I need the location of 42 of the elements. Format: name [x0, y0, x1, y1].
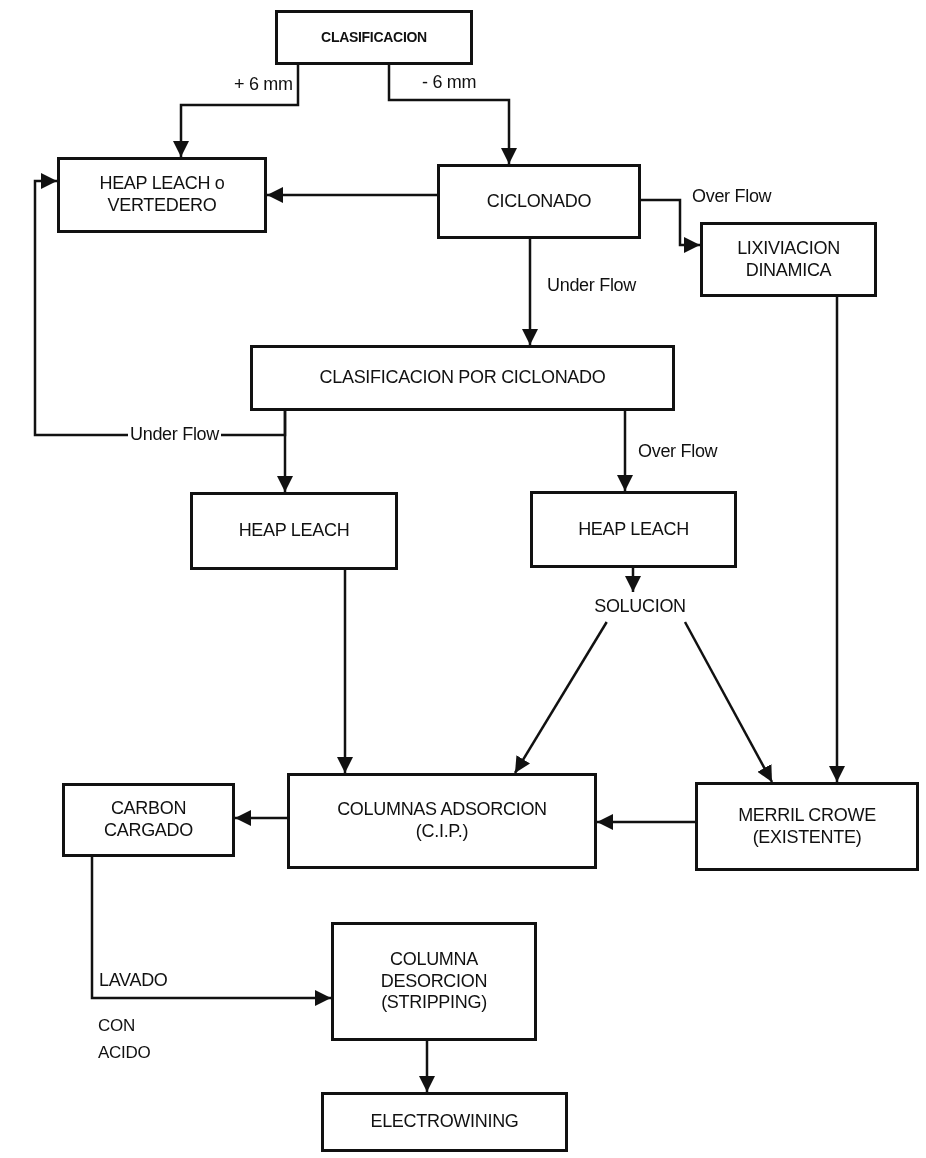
arrow [173, 65, 300, 157]
process-box [275, 10, 473, 65]
arrow [597, 814, 695, 830]
process-box [700, 222, 877, 297]
process-label: MERRIL CROWE (EXISTENTE) [737, 804, 877, 849]
process-label: CLASIFICACION [321, 29, 427, 46]
process-box [57, 157, 267, 233]
process-label: ELECTROWINING [370, 1111, 519, 1133]
process-label: LIXIVIACION DINAMICA [736, 237, 841, 282]
process-box [250, 345, 675, 411]
arrow [641, 198, 700, 253]
arrow [419, 1041, 435, 1092]
arrow [513, 621, 608, 774]
process-label: CARBON CARGADO [103, 798, 194, 842]
arrow [625, 568, 641, 592]
arrow [267, 187, 437, 203]
arrow [277, 411, 293, 492]
arrow [522, 239, 538, 345]
process-label: HEAP LEACH [238, 520, 350, 542]
process-box [62, 783, 235, 857]
process-box [437, 164, 641, 239]
process-box [287, 773, 597, 869]
arrow [337, 570, 353, 773]
process-label: COLUMNA DESORCION (STRIPPING) [379, 949, 489, 1014]
process-box [321, 1092, 568, 1152]
process-box [190, 492, 398, 570]
stream-label: SOLUCION [594, 596, 686, 618]
arrow [90, 857, 331, 1006]
note-text: CON ACIDO [98, 1015, 152, 1065]
process-box [331, 922, 537, 1041]
process-box [530, 491, 737, 568]
arrow [387, 65, 517, 164]
process-label: CICLONADO [486, 190, 592, 213]
process-label: COLUMNAS ADSORCION (C.I.P.) [337, 799, 547, 843]
process-label: HEAP LEACH o VERTEDERO [98, 173, 226, 217]
process-box [695, 782, 919, 871]
arrow [683, 621, 774, 783]
arrow [235, 810, 287, 826]
process-label: HEAP LEACH [578, 518, 689, 541]
process-label: CLASIFICACION POR CICLONADO [319, 367, 606, 389]
arrow [617, 411, 633, 491]
arrow [829, 297, 845, 782]
